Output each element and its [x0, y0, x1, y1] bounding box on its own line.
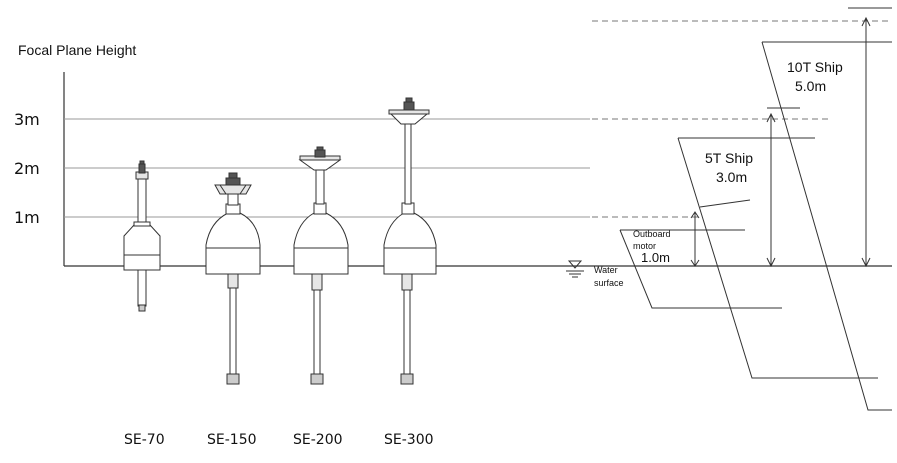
vessel-5t-height: 3.0m	[716, 169, 747, 185]
vessel-5t-name: 5T Ship	[705, 150, 753, 166]
buoy-label-se-70: SE-70	[124, 432, 165, 448]
vessel-5t-ship	[677, 107, 878, 379]
vessel-10t-ship	[761, 7, 892, 411]
buoy-se-70	[123, 160, 161, 312]
buoy-se-300	[383, 97, 437, 385]
water-label-line2: surface	[594, 278, 624, 288]
buoy-se-200	[293, 146, 349, 385]
buoy-label-se-150: SE-150	[207, 432, 257, 448]
vessel-10t-height: 5.0m	[795, 78, 826, 94]
buoy-label-se-200: SE-200	[293, 432, 343, 448]
vessel-outboard-motor	[619, 199, 782, 309]
buoy-label-se-300: SE-300	[384, 432, 434, 448]
chart-title: Focal Plane Height	[18, 42, 136, 58]
tick-label-1m: 1m	[14, 208, 40, 227]
water-surface-icon	[566, 260, 584, 278]
tick-label-3m: 3m	[14, 110, 40, 129]
water-label-line1: Water	[594, 265, 618, 275]
buoy-se-150	[205, 172, 261, 385]
tick-label-2m: 2m	[14, 159, 40, 178]
outboard-height-label: 1.0m	[641, 250, 670, 265]
vessel-10t-name: 10T Ship	[787, 59, 843, 75]
outboard-label-line1: Outboard	[633, 229, 671, 239]
outboard-label-line2: motor	[633, 241, 656, 251]
